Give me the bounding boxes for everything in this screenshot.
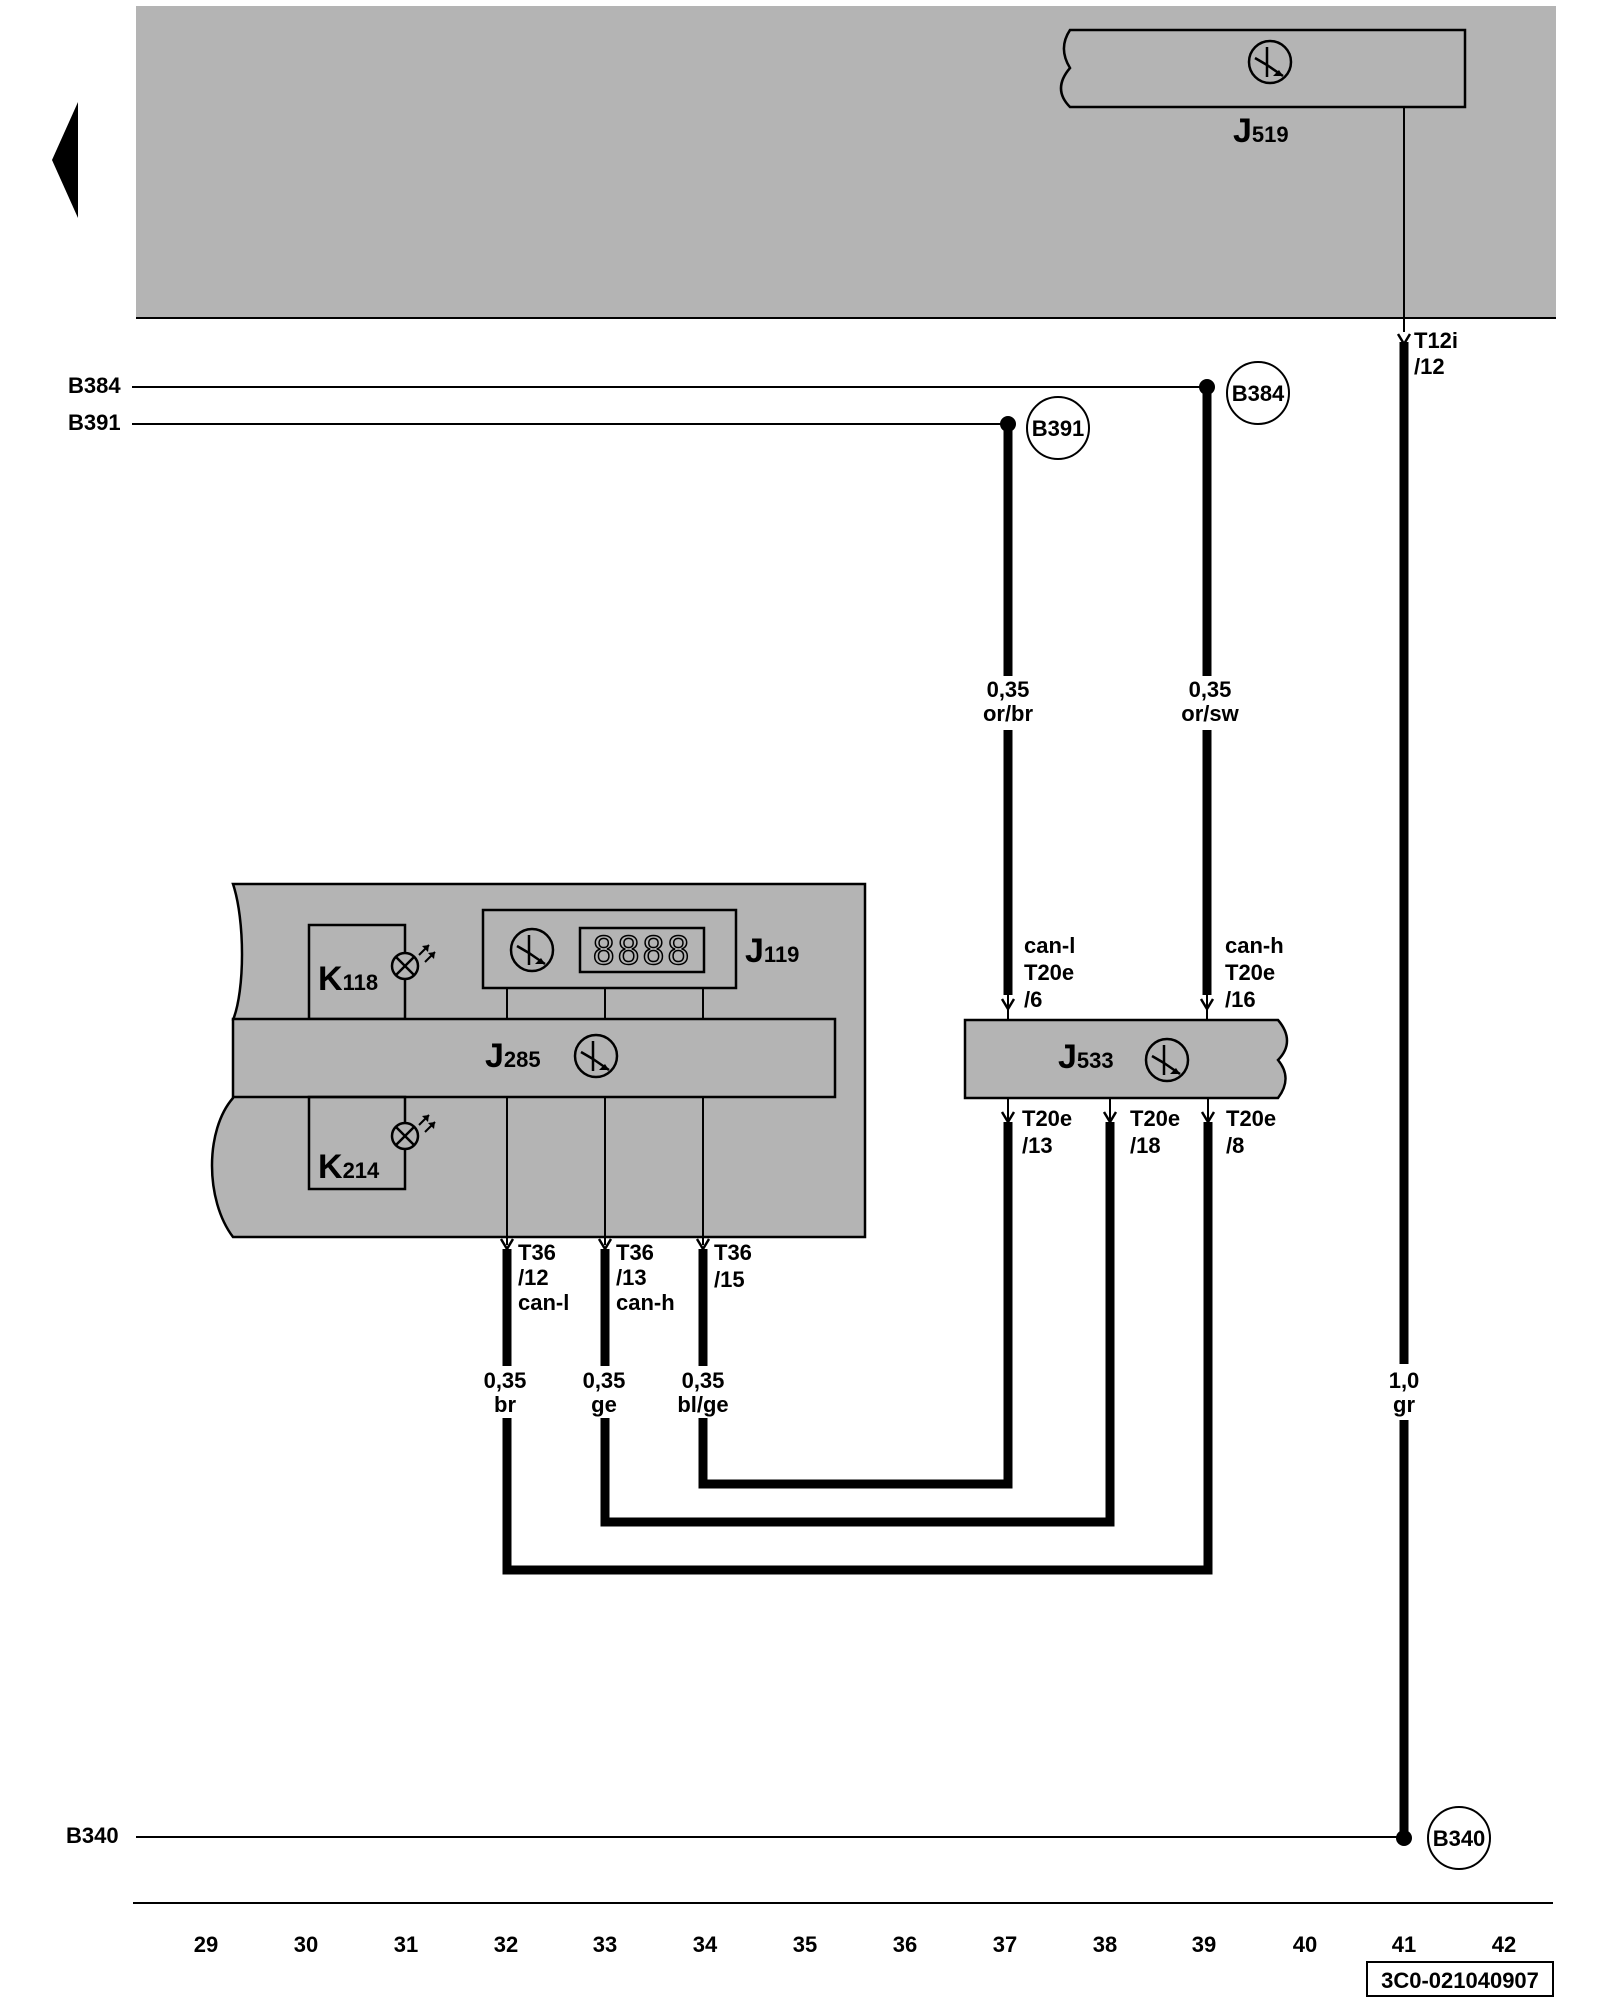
column-number: 31: [394, 1932, 418, 1957]
connector-t36-15-label: T36/15: [714, 1240, 752, 1292]
wire-gr-label-bg: [1380, 1364, 1428, 1420]
j119-processor-icon: [509, 927, 555, 973]
column-number: 30: [294, 1932, 318, 1957]
j519-processor-icon: [1247, 39, 1293, 85]
column-number: 34: [693, 1932, 718, 1957]
connector-t12i-label: T12i/12: [1414, 328, 1458, 379]
connector-t20e-8-label: T20e/8: [1226, 1106, 1276, 1158]
ref-b391-circle-label: B391: [1032, 416, 1085, 441]
wire-ge[interactable]: [600, 1122, 1115, 1527]
k214-warning-lamp[interactable]: K214: [307, 1095, 436, 1191]
column-number: 33: [593, 1932, 617, 1957]
j119-label: J119: [745, 932, 799, 970]
diagram-id: 3C0-021040907: [1381, 1968, 1539, 1993]
ref-b391-left: B391: [68, 410, 121, 435]
column-number: 39: [1192, 1932, 1216, 1957]
wire-br[interactable]: [502, 1122, 1213, 1575]
j533-box: [963, 1018, 1289, 1100]
j519-box: [1059, 28, 1467, 109]
column-number: 32: [494, 1932, 518, 1957]
k214-label: K214: [318, 1148, 380, 1186]
k118-label: K118: [318, 960, 378, 998]
j119-display: [578, 926, 706, 974]
j533-label: J533: [1058, 1038, 1114, 1076]
column-number: 42: [1492, 1932, 1516, 1957]
column-number: 38: [1093, 1932, 1117, 1957]
column-number: 36: [893, 1932, 917, 1957]
j119-instrument-cluster[interactable]: 8888 J119: [481, 908, 799, 990]
ref-b340-left: B340: [66, 1823, 119, 1848]
k118-lamp-icon: [390, 944, 436, 981]
column-number: 37: [993, 1932, 1017, 1957]
diagram-id-box: [1366, 1961, 1554, 1997]
ref-b384-circle-label: B384: [1232, 381, 1285, 406]
ref-b340-circle[interactable]: [1427, 1806, 1491, 1870]
j285-processor-icon: [573, 1033, 619, 1079]
column-number: 40: [1293, 1932, 1317, 1957]
column-numbers: 29 30 31 32 33 34 35 36 37 38 39 40 41 4…: [194, 1932, 1516, 1957]
ref-b391-circle[interactable]: [1026, 396, 1090, 460]
back-arrow-icon[interactable]: [52, 102, 78, 218]
j533-processor-icon: [1144, 1037, 1190, 1083]
j285-control-unit[interactable]: J285: [231, 1017, 837, 1099]
wire-bl-ge[interactable]: [698, 1122, 1013, 1489]
j119-display-digits: 8888: [592, 929, 692, 973]
connector-t20e-13-label: T20e/13: [1022, 1106, 1072, 1158]
k118-warning-lamp[interactable]: K118: [307, 923, 436, 1021]
ref-b340-circle-label: B340: [1433, 1826, 1486, 1851]
connector-t12i-symbol: [1396, 333, 1412, 347]
node-b340-dot: [1396, 1830, 1412, 1846]
j533-gateway[interactable]: J533: [963, 1018, 1289, 1100]
ref-b384-left: B384: [68, 373, 121, 398]
j519-control-unit[interactable]: J519: [1059, 28, 1467, 150]
j285-box: [231, 1017, 837, 1099]
k214-lamp-icon: [390, 1114, 436, 1151]
j519-label: J519: [1233, 112, 1289, 150]
column-number: 35: [793, 1932, 817, 1957]
column-number: 41: [1392, 1932, 1416, 1957]
j285-label: J285: [485, 1037, 541, 1075]
ref-b384-circle[interactable]: [1226, 361, 1290, 425]
connector-t20e-18-label: T20e/18: [1130, 1106, 1180, 1158]
column-number: 29: [194, 1932, 218, 1957]
